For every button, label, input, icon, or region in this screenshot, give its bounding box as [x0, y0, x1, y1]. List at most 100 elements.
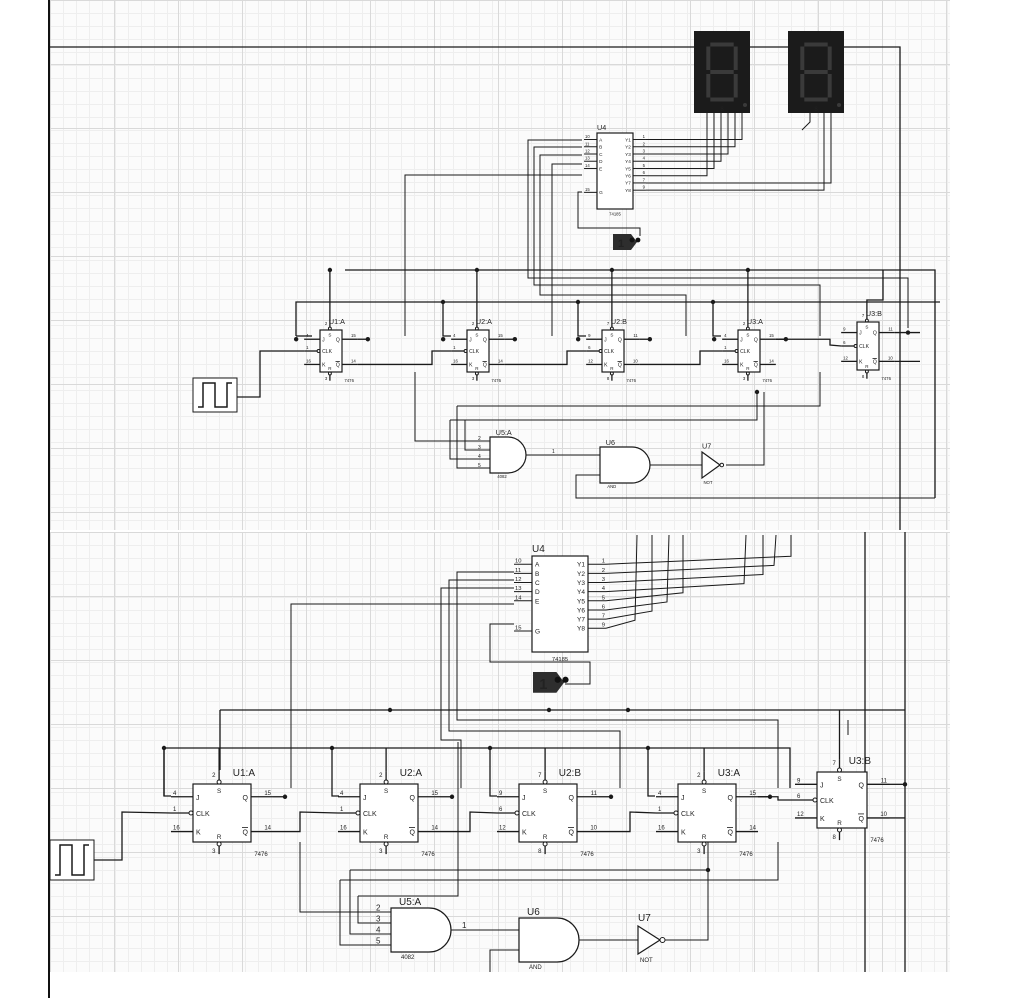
decoder-output-label: Y4: [625, 159, 631, 164]
flip-flop-part-label: 7476: [870, 838, 884, 844]
pin-number: 12: [515, 577, 522, 583]
decoder-input-label: E: [599, 166, 602, 171]
wire-junction: [575, 337, 581, 342]
pin-j-label: J: [859, 331, 862, 337]
pin-j-label: J: [196, 795, 200, 802]
probe-led: [635, 237, 641, 243]
wire: [450, 392, 758, 421]
wire: [539, 154, 687, 336]
wire-junction: [711, 337, 717, 342]
square-wave-icon: [55, 844, 89, 876]
display-segment: [827, 74, 832, 98]
pin-number: 15: [431, 791, 438, 797]
wire-junction: [608, 794, 614, 799]
decoder-input-label: G: [599, 190, 603, 195]
wire: [504, 350, 587, 366]
wire-junction: [767, 794, 773, 799]
wire: [440, 587, 514, 788]
and2-gate-body: [599, 446, 651, 484]
pin-number: 11: [591, 791, 598, 797]
wire: [489, 748, 497, 797]
wire-junction: [625, 707, 631, 713]
pin-qbar-label: Q: [483, 363, 487, 369]
inversion-bubble: [542, 841, 548, 847]
wire-junction: [546, 707, 552, 713]
not-gate-part-label: NOT: [640, 958, 653, 964]
wire-junction: [609, 267, 615, 273]
wire-junction: [329, 745, 335, 751]
flip-flop-part-label: 7476: [739, 852, 753, 858]
pin-number: 6: [588, 345, 591, 350]
pin-number: 8: [833, 835, 837, 841]
wire: [605, 535, 684, 602]
decoder-ref-label: U4: [532, 544, 545, 555]
wire: [290, 603, 514, 788]
flip-flop-body: [192, 783, 252, 843]
pin-number: 4: [453, 333, 456, 338]
wire-junction: [902, 782, 908, 787]
wire-junction: [327, 267, 333, 273]
pin-number: 5: [376, 937, 381, 946]
decoder-ref-label: U4: [597, 123, 606, 132]
pin-number: 10: [590, 826, 597, 832]
inversion-bubble: [327, 371, 332, 376]
pin-number: 10: [585, 134, 590, 139]
inversion-bubble: [864, 369, 869, 374]
wire: [645, 113, 722, 162]
pin-number: 4: [724, 333, 727, 338]
decoder-input-label: D: [535, 589, 540, 596]
inversion-bubble: [609, 326, 614, 331]
pin-number: 3: [643, 148, 646, 153]
pin-number: 7: [643, 177, 646, 182]
pin-number: 11: [881, 778, 888, 784]
pin-clk-label: CLK: [859, 344, 869, 350]
pin-q-label: Q: [243, 795, 249, 802]
logic-probe-value: 1: [539, 677, 547, 693]
inversion-bubble: [463, 349, 468, 353]
inversion-bubble: [316, 349, 321, 353]
wire-junction: [440, 299, 446, 305]
pin-k-label: K: [859, 360, 863, 366]
wire: [163, 748, 171, 797]
wire: [533, 146, 821, 336]
decoder-input-label: D: [599, 159, 603, 164]
pin-number: 12: [843, 355, 848, 360]
grid-bottom: [50, 532, 950, 972]
pin-number: 16: [658, 826, 665, 832]
pin-s-label: S: [610, 332, 613, 337]
pin-number: 7: [602, 614, 605, 620]
pin-number: 16: [306, 358, 311, 363]
wire: [340, 842, 779, 881]
probe-led: [629, 237, 635, 243]
pin-number: 9: [797, 778, 801, 784]
flip-flop-ref-label: U2:B: [559, 768, 582, 779]
inversion-bubble: [383, 779, 389, 785]
pin-number: 9: [499, 791, 503, 797]
and4-gate-body: [390, 907, 452, 953]
wire: [457, 372, 821, 407]
wire: [358, 742, 459, 897]
pin-s-label: S: [328, 332, 331, 337]
wire: [331, 748, 339, 797]
pin-j-label: J: [681, 795, 685, 802]
pin-q-label: Q: [569, 795, 575, 802]
and4-gate-body: [489, 436, 527, 474]
pin-s-label: S: [475, 332, 478, 337]
pin-number: 8: [538, 849, 542, 855]
inversion-bubble: [659, 937, 666, 943]
pin-number: 10: [633, 358, 638, 363]
pin-number: 14: [769, 358, 774, 363]
pin-clk-label: CLK: [322, 349, 332, 355]
decoder-part-label: 74185: [552, 657, 568, 663]
pin-number: 3: [376, 915, 381, 924]
pin-number: 13: [515, 586, 522, 592]
wire: [726, 392, 765, 466]
not-gate-body: [701, 450, 722, 480]
pin-s-label: S: [384, 788, 388, 795]
pin-number: 2: [325, 321, 328, 326]
pin-number: 8: [607, 376, 610, 381]
decoder-output-label: Y8: [577, 626, 585, 633]
wire: [551, 163, 582, 336]
decoder-output-label: Y6: [577, 607, 585, 614]
pin-number: 6: [843, 340, 846, 345]
